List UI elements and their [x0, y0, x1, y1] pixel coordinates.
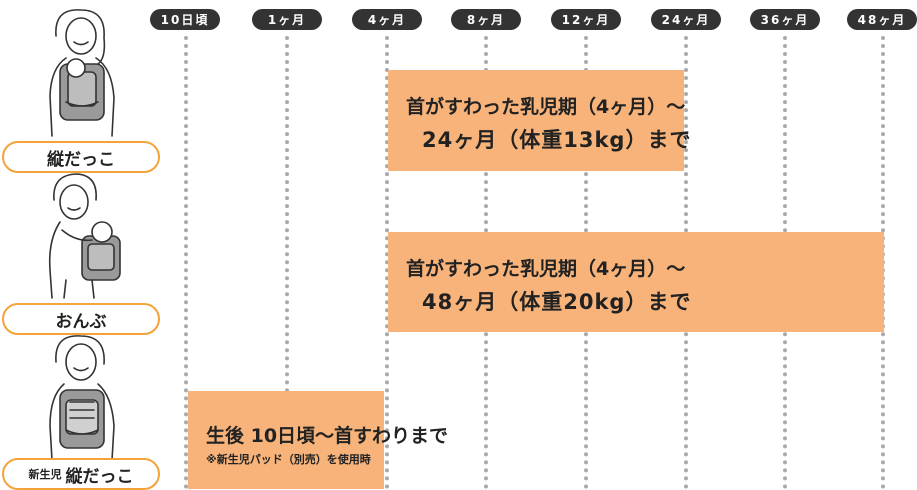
timeline-1m: 1ヶ月 [252, 9, 322, 30]
timeline-12m: 12ヶ月 [551, 9, 621, 30]
timeline-8m: 8ヶ月 [451, 9, 521, 30]
label-back-carry-text: おんぶ [55, 311, 107, 332]
range-vertical-hold-line1: 首がすわった乳児期（4ヶ月）～ [406, 96, 686, 118]
range-back-carry-line1: 首がすわった乳児期（4ヶ月）～ [406, 258, 686, 280]
guide-1m [285, 36, 289, 489]
range-newborn-hold-line1: 生後 10日頃～首すわりまで [206, 425, 449, 447]
parent-front-carry-illustration [49, 9, 115, 137]
guide-4m [385, 36, 389, 489]
range-back-carry: 首がすわった乳児期（4ヶ月）～ 48ヶ月（体重20kg）まで [388, 232, 884, 332]
range-newborn-hold-line2: ※新生児パッド（別売）を使用時 [206, 453, 371, 466]
parent-back-carry-illustration [48, 173, 121, 299]
label-vertical-hold-text: 縦だっこ [47, 149, 115, 170]
timeline-10d: 10日頃 [150, 9, 220, 30]
timeline-36m: 36ヶ月 [750, 9, 820, 30]
range-vertical-hold: 首がすわった乳児期（4ヶ月）～ 24ヶ月（体重13kg）まで [388, 70, 692, 171]
range-newborn-hold: 生後 10日頃～首すわりまで ※新生児パッド（別売）を使用時 [188, 391, 449, 489]
parent-newborn-carry-illustration [49, 335, 115, 461]
label-vertical-hold: 縦だっこ [2, 141, 160, 173]
label-newborn-hold: 新生児 縦だっこ [2, 458, 160, 490]
label-back-carry: おんぶ [2, 303, 160, 335]
timeline-24m: 24ヶ月 [651, 9, 721, 30]
label-newborn-hold-text: 縦だっこ [65, 466, 134, 487]
timeline-4m: 4ヶ月 [352, 9, 422, 30]
timeline-48m: 48ヶ月 [847, 9, 917, 30]
guide-10d [184, 36, 188, 489]
range-vertical-hold-line2: 24ヶ月（体重13kg）まで [422, 128, 692, 152]
range-back-carry-line2: 48ヶ月（体重20kg）まで [422, 290, 692, 314]
label-newborn-prefix: 新生児 [28, 468, 62, 481]
